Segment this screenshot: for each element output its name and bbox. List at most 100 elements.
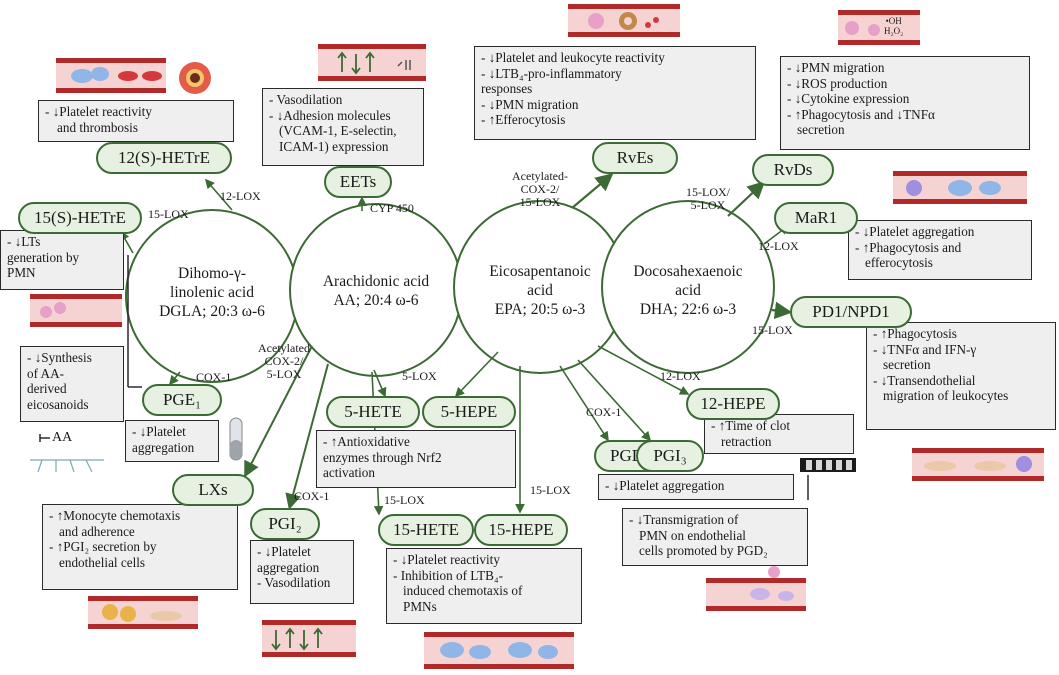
vessel-pd1 <box>912 448 1044 481</box>
effect-line: and thrombosis <box>57 119 138 135</box>
effect-line: enzymes through Nrf2 <box>323 449 442 465</box>
effect-line: - ↓Platelet <box>132 424 186 439</box>
enzyme-15lox-5lox-dha: 15-LOX/ 5-LOX <box>686 186 730 212</box>
ros-line: •OH <box>885 16 902 26</box>
enzyme-15lox-dha: 15-LOX <box>752 323 793 337</box>
enzyme-label-line: 5-LOX <box>266 367 302 381</box>
source-dgla-line1: Dihomo-γ- <box>178 265 246 282</box>
dha-circle <box>601 200 775 374</box>
effect-line: - ↑Phagocytosis and ↓TNFα <box>787 106 935 122</box>
source-dgla: Dihomo-γ- linolenic acid DGLA; 20:3 ω-6 <box>142 264 282 321</box>
effect-line: - ↓Platelet aggregation <box>605 478 725 493</box>
vessel-15hetre <box>30 294 122 327</box>
vessel-15hete <box>424 632 574 669</box>
effect-box-pge1: - ↓Platelet aggregation <box>125 420 219 462</box>
effect-box-pgd3: - ↓Platelet aggregation <box>598 474 794 500</box>
effect-line: - ↑Antioxidative <box>323 434 410 449</box>
enzyme-label-line: COX-2/ <box>264 354 304 368</box>
effect-line: endothelial cells <box>59 554 146 570</box>
effect-line: - Inhibition of LTB₄- <box>393 567 503 583</box>
mediator-5-hepe: 5-HEPE <box>422 396 516 428</box>
vessel-pgi2 <box>262 620 356 657</box>
enzyme-acetylated-epa: Acetylated- COX-2/ 15-LOX <box>512 170 568 209</box>
enzyme-label-line: 5-LOX <box>690 198 726 212</box>
effect-line: - ↑Monocyte chemotaxis <box>49 508 181 523</box>
effect-line: efferocytosis <box>865 255 933 270</box>
enzyme-15lox-epa: 15-LOX <box>530 483 571 497</box>
mediator-rvds: RvDs <box>752 154 834 186</box>
effect-box-eets: - Vasodilation - ↓Adhesion molecules (VC… <box>262 88 424 166</box>
effect-line: cells promoted by PGD₂ <box>639 543 768 558</box>
ros-label: •OH H₂O₂ <box>884 16 903 36</box>
arrow-epa-pgi3 <box>577 359 652 442</box>
mediator-pgi3: PGI₃ <box>636 440 704 472</box>
source-dha-line3: DHA; 22:6 ω-3 <box>639 301 737 318</box>
effect-box-15hete: - ↓Platelet reactivity - Inhibition of L… <box>386 548 582 624</box>
arrow-epa-5hepe <box>454 351 499 398</box>
source-epa: Eicosapentanoic acid EPA; 20:5 ω-3 <box>466 262 614 319</box>
mediator-5-hete: 5-HETE <box>326 396 420 428</box>
effect-line: - ↓Platelet reactivity <box>393 552 500 567</box>
enzyme-label-line: 15-LOX <box>519 195 561 209</box>
effect-line: - ↓Transendothelial <box>873 372 976 388</box>
effect-line: ICAM-1) expression <box>279 138 389 154</box>
effect-line: induced chemotaxis of <box>403 583 523 598</box>
effect-box-lxs: - ↑Monocyte chemotaxis and adherence - ↑… <box>42 504 238 590</box>
effect-box-pgd3-transmigration: - ↓Transmigration of PMN on endothelial … <box>622 508 808 566</box>
enzyme-cox1-dgla: COX-1 <box>196 370 232 384</box>
vessel-icons <box>30 4 1044 669</box>
source-epa-line1: Eicosapentanoic <box>489 263 591 280</box>
effect-line: - ↓Cytokine expression <box>787 91 910 106</box>
mediator-rves: RvEs <box>592 142 678 174</box>
mediator-mar1: MaR1 <box>774 202 858 234</box>
mediator-15s-hetre: 15(S)-HETrE <box>18 202 142 234</box>
source-dgla-line2: linolenic acid <box>170 284 254 301</box>
arrow-dgla-12hetre <box>204 178 233 211</box>
arrow-epa-12hepe <box>597 345 690 395</box>
enzyme-label-line: COX-2/ <box>520 182 560 196</box>
vessel-eets <box>318 44 426 81</box>
enzyme-label-line: Acetylated- <box>512 169 568 183</box>
enzyme-label-line: Acetylated <box>258 341 310 355</box>
vessel-rvds <box>838 10 920 45</box>
effect-box-pd1: - ↑Phagocytosis - ↓TNFα and IFN-γ secret… <box>866 322 1056 430</box>
mediator-15-hete: 15-HETE <box>378 514 474 546</box>
vessel-12hetre <box>56 58 211 94</box>
mediator-pd1-npd1: PD1/NPD1 <box>790 296 912 328</box>
effect-box-15hetre: - ↓LTs generation by PMN <box>0 230 124 290</box>
vessel-lxs <box>88 596 198 629</box>
enzyme-15lox-dgla: 15-LOX <box>148 207 189 221</box>
mediator-pgi2: PGI₂ <box>250 508 320 540</box>
source-dha-line2: acid <box>675 282 701 299</box>
effect-line: secretion <box>883 357 931 372</box>
effect-line: - ↓LTs <box>7 234 41 249</box>
effect-line: (VCAM-1, E-selectin, <box>279 123 397 138</box>
enzyme-cyp450: CYP 450 <box>370 201 414 215</box>
effect-line: - ↓PMN migration <box>481 96 579 112</box>
effect-line: - ↓PMN migration <box>787 60 885 75</box>
effect-line: - ↑Phagocytosis <box>873 326 957 341</box>
effect-box-rves: - ↓Platelet and leukocyte reactivity - ↓… <box>474 46 756 140</box>
source-epa-line2: acid <box>527 282 553 299</box>
mediator-lxs: LXs <box>172 474 254 506</box>
effect-line: - ↓Adhesion molecules <box>269 107 391 123</box>
effect-line: - ↓LTB₄-pro-inflammatory <box>481 65 622 81</box>
effect-line: PMNs <box>403 598 437 614</box>
effect-line: aggregation <box>132 439 195 455</box>
aa-inhibition-label: AA <box>52 430 73 445</box>
effect-line: - ↑Efferocytosis <box>481 112 566 127</box>
arrow-dgla-pge1 <box>168 371 181 386</box>
mediator-15-hepe: 15-HEPE <box>474 514 568 546</box>
arrow-dha-pd1 <box>771 301 793 320</box>
effect-line: retraction <box>721 433 772 449</box>
effect-line: responses <box>481 81 533 96</box>
effect-line: and adherence <box>59 523 135 539</box>
source-epa-line3: EPA; 20:5 ω-3 <box>494 301 586 318</box>
clot-retraction-icon <box>800 458 856 472</box>
effect-box-rvds: - ↓PMN migration - ↓ROS production - ↓Cy… <box>780 56 1030 150</box>
effect-line: of AA- <box>27 365 64 381</box>
mediator-eets: EETs <box>324 166 392 198</box>
effect-line: - ↓Platelet <box>257 544 311 559</box>
effect-line: PMN <box>7 265 36 280</box>
